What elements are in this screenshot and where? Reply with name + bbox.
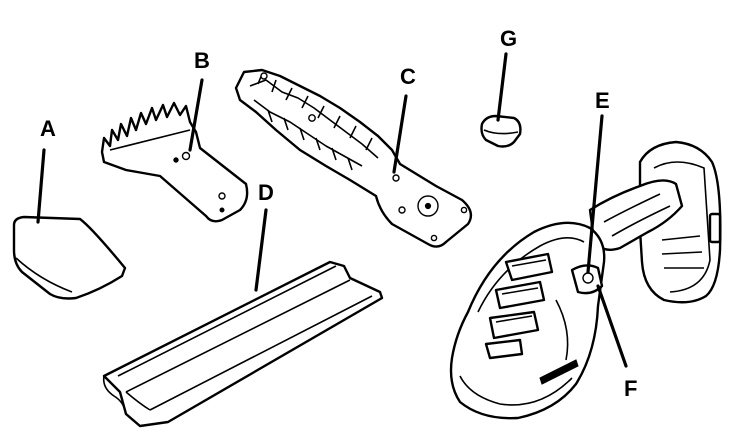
- label-e: E: [595, 88, 610, 113]
- part-d-hedge-blade-cover: [102, 260, 384, 428]
- leader-line-d: [254, 208, 268, 292]
- leader-line-g: [496, 52, 508, 122]
- leader-line-c: [392, 94, 408, 174]
- label-g: G: [500, 26, 517, 51]
- leader-line-f: [596, 284, 628, 368]
- leader-line-b: [188, 78, 204, 152]
- part-c-hedge-blade: [234, 68, 473, 248]
- part-g-adapter: [480, 114, 522, 148]
- part-b-shrub-blade: [100, 101, 249, 223]
- label-b: B: [194, 48, 210, 73]
- label-a: A: [40, 116, 56, 141]
- label-d: D: [258, 180, 274, 205]
- part-a-shrub-blade-cover: [12, 215, 127, 300]
- label-c: C: [400, 64, 416, 89]
- label-f: F: [624, 376, 637, 401]
- main-unit-handle: [449, 140, 722, 420]
- leader-line-e: [586, 114, 604, 274]
- leader-line-a: [36, 148, 46, 224]
